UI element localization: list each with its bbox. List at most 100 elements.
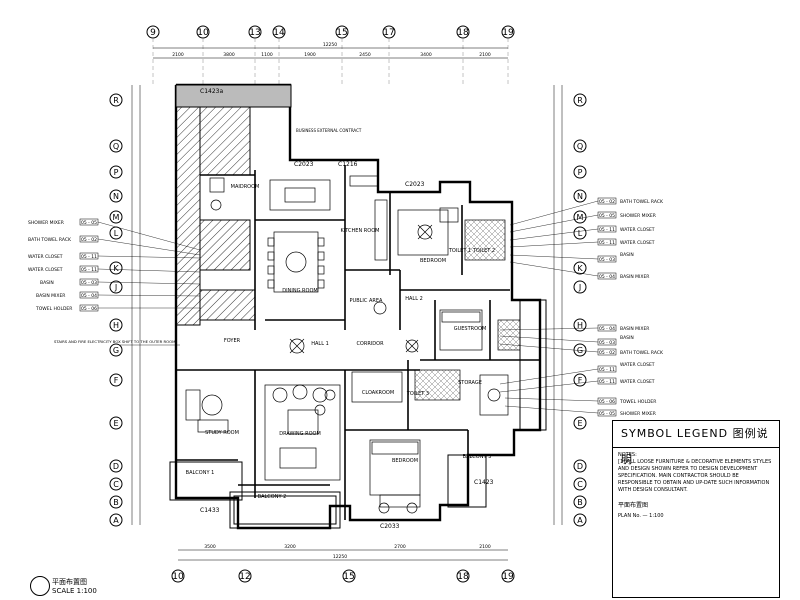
room-label: BEDROOM [420,258,446,264]
guest-bed [439,309,483,351]
svg-text:C: C [113,480,119,489]
svg-text:R: R [577,96,583,105]
svg-text:M: M [577,213,584,222]
grid-bubble-left: E [109,416,123,430]
dim-seg: 2700 [394,544,406,550]
svg-text:E: E [113,419,118,428]
kitchen-counters [269,175,388,261]
legend-ref: PLAN No. — 1:100 [618,513,664,519]
svg-text:SHOWER MIXER: SHOWER MIXER [28,220,64,226]
window-code: C2023 [405,181,425,188]
grid-bubble-bottom: 10 [171,569,185,583]
legend-notes-body: [1] ALL LOOSE FURNITURE & DECORATIVE ELE… [618,459,772,493]
svg-text:BASIN MIXER: BASIN MIXER [36,293,65,299]
room-label: HALL 1 [311,341,329,347]
window-code: C2033 [380,523,400,530]
room-label: BALCONY 1 [186,470,215,476]
grid-bubble-bottom: 19 [501,569,515,583]
grid-bubble-right: J [573,280,587,294]
grid-bubble-right: L [573,226,587,240]
grid-bubble-left: H [109,318,123,332]
svg-text:19: 19 [502,28,514,38]
svg-text:BATH TOWEL RACK: BATH TOWEL RACK [620,199,664,205]
svg-text:R: R [113,96,119,105]
grid-bubble-left: C [109,477,123,491]
dim-seg: 2100 [479,544,491,550]
grid-bubble-top: 17 [382,25,396,39]
svg-text:K: K [577,264,583,273]
room-label: BALCONY 2 [258,494,287,500]
svg-text:15: 15 [343,572,354,582]
callout: 05 - 04 BASIN MIXER [499,324,649,332]
svg-text:05 - 04: 05 - 04 [599,326,615,332]
dim-seg: 2450 [359,52,371,58]
svg-text:10: 10 [197,28,209,38]
note-top: BUSINESS EXTERNAL CONTRACT [296,128,362,133]
dim-seg: 3200 [284,544,296,550]
bottom-grid-axes: 10 12 15 18 19 [171,569,515,583]
top-bed [397,207,459,256]
grid-bubble-right: A [573,513,587,527]
grid-bubble-left: A [109,513,123,527]
svg-text:H: H [113,321,119,330]
svg-text:A: A [113,516,119,525]
svg-text:SHOWER MIXER: SHOWER MIXER [620,411,656,417]
grid-bubble-top: 14 [272,25,286,39]
grid-bubble-top: 10 [196,25,210,39]
svg-text:BATH TOWEL RACK: BATH TOWEL RACK [620,350,664,356]
drawing-scale: SCALE 1:100 [52,587,97,595]
svg-text:05 - 05: 05 - 05 [599,411,615,417]
svg-text:WATER CLOSET: WATER CLOSET [620,240,655,246]
svg-text:05 - 11: 05 - 11 [81,254,97,260]
right-grid-axes: R Q P N M L K J H G F E D C B A [573,93,587,527]
room-label: HALL 2 [405,296,423,302]
svg-text:WATER CLOSET: WATER CLOSET [28,267,63,273]
callout: SHOWER MIXER 05 - 05 [28,218,201,251]
svg-text:WATER CLOSET: WATER CLOSET [620,362,655,368]
overall-dim-top: 12250 [323,42,337,48]
grid-bubble-right: B [573,495,587,509]
svg-text:Q: Q [113,142,119,151]
grid-bubble-top: 15 [335,25,349,39]
svg-text:05 - 04: 05 - 04 [81,293,97,299]
room-label: TOILET 2 [472,248,495,254]
grid-bubble-top: 13 [248,25,262,39]
window-code: C1423a [200,88,223,95]
svg-text:05 - 11: 05 - 11 [599,379,615,385]
callout: BASIN MIXER 05 - 04 [36,291,201,299]
svg-text:Q: Q [577,142,583,151]
dim-seg: 1100 [261,52,273,58]
drawing-title: 平面布置图 [52,578,87,586]
svg-text:05 - 05: 05 - 05 [81,220,97,226]
svg-text:N: N [113,192,119,201]
grid-bubble-left: M [109,210,123,224]
svg-text:BASIN MIXER: BASIN MIXER [620,326,649,332]
grey-area [175,84,292,108]
overall-dim-bottom: 12250 [333,554,347,560]
svg-text:17: 17 [383,28,394,38]
room-label: FOYER [224,338,241,344]
svg-text:TOWEL HOLDER: TOWEL HOLDER [619,399,656,405]
window-code: C1423 [474,479,494,486]
room-label: BALCONY 3 [463,454,492,460]
svg-text:05 - 06: 05 - 06 [81,306,97,312]
grid-bubble-right: P [573,165,587,179]
grid-bubble-top: 9 [146,25,160,39]
grid-bubble-top: 19 [501,25,515,39]
hatched-core [199,104,251,176]
left-note: STAIRS AND FIRE ELECTRICITY BOX SHIFT TO… [54,339,175,344]
symbol-legend: SYMBOL LEGEND 图例说明 NOTES: [1] ALL LOOSE … [612,420,780,598]
svg-text:19: 19 [502,572,514,582]
callout: 05 - 11 WATER CLOSET [499,362,655,385]
svg-text:14: 14 [273,28,285,38]
drawing-title-block: 平面布置图 SCALE 1:100 [30,574,170,598]
legend-scale: 平面布置图 [618,502,649,509]
